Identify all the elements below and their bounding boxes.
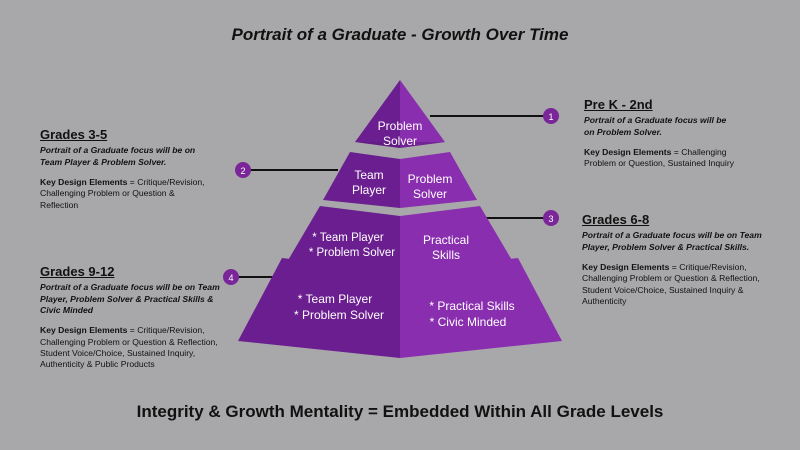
panel-prek-2-heading: Pre K - 2nd — [584, 97, 653, 112]
panel-grades-9-12: Grades 9-12 Portrait of a Graduate focus… — [40, 263, 220, 371]
tier-3-right-line1: Practical — [423, 233, 469, 247]
panel-grades-3-5-heading: Grades 3-5 — [40, 127, 108, 142]
panel-grades-6-8-focus: Portrait of a Graduate focus will be on … — [582, 230, 762, 252]
marker-4-label: 4 — [228, 273, 233, 283]
tier-4-right-line2: * Civic Minded — [430, 315, 507, 329]
marker-1: 1 — [543, 108, 559, 124]
kde-text: = Critique/Revision, Challenging Problem… — [40, 176, 205, 210]
marker-2: 2 — [235, 162, 251, 178]
pyramid-tier-2: Team Player Problem Solver — [323, 152, 477, 208]
kde-label: Key Design Elements — [584, 146, 672, 157]
pyramid-tier-4: * Team Player * Problem Solver * Practic… — [238, 258, 562, 358]
tier-2-left-line1: Team — [354, 168, 383, 182]
panel-grades-9-12-focus: Portrait of a Graduate focus will be on … — [40, 282, 220, 315]
panel-grades-3-5-focus: Portrait of a Graduate focus will be on … — [40, 145, 196, 167]
tier-4-right-line1: * Practical Skills — [429, 299, 514, 313]
tier-2-right-line1: Problem — [408, 172, 453, 186]
tier-4-left-line2: * Problem Solver — [294, 308, 384, 322]
panel-grades-9-12-design-elements: Key Design Elements = Critique/Revision,… — [40, 325, 220, 370]
marker-2-label: 2 — [240, 166, 245, 176]
kde-label: Key Design Elements — [582, 261, 670, 272]
panel-prek-2-design-elements: Key Design Elements = Challenging Proble… — [584, 147, 734, 170]
tier-2-left-line2: Player — [352, 183, 386, 197]
kde-text: = Critique/Revision, Challenging Problem… — [40, 325, 218, 370]
panel-grades-6-8-design-elements: Key Design Elements = Critique/Revision,… — [582, 262, 762, 307]
marker-3-label: 3 — [548, 214, 553, 224]
footer-statement: Integrity & Growth Mentality = Embedded … — [136, 402, 664, 421]
panel-prek-2-focus: Portrait of a Graduate focus will be on … — [584, 115, 727, 137]
pyramid-tier-3: * Team Player * Problem Solver Practical… — [287, 206, 513, 275]
kde-text: = Critique/Revision, Challenging Problem… — [582, 261, 760, 306]
panel-grades-3-5: Grades 3-5 Portrait of a Graduate focus … — [40, 126, 215, 211]
panel-grades-3-5-design-elements: Key Design Elements = Critique/Revision,… — [40, 177, 215, 211]
tier-1-label-line2: Solver — [383, 134, 417, 148]
page-title: Portrait of a Graduate - Growth Over Tim… — [231, 25, 569, 44]
kde-text: = Challenging Problem or Question, Susta… — [584, 146, 734, 169]
marker-3: 3 — [543, 210, 559, 226]
marker-4: 4 — [223, 269, 239, 285]
panel-grades-6-8: Grades 6-8 Portrait of a Graduate focus … — [582, 211, 762, 307]
tier-4-left-line1: * Team Player — [298, 292, 372, 306]
kde-label: Key Design Elements — [40, 325, 128, 336]
tier-3-left-line1: * Team Player — [312, 232, 384, 244]
panel-grades-9-12-heading: Grades 9-12 — [40, 264, 115, 279]
tier-3-left-line2: * Problem Solver — [309, 247, 395, 259]
tier-1-label-line1: Problem — [378, 119, 423, 133]
kde-label: Key Design Elements — [40, 176, 128, 187]
tier-2-right-line2: Solver — [413, 187, 447, 201]
tier-3-right-line2: Skills — [432, 248, 460, 262]
panel-prek-2: Pre K - 2nd Portrait of a Graduate focus… — [584, 96, 734, 170]
marker-1-label: 1 — [548, 112, 553, 122]
pyramid-tier-1: Problem Solver — [355, 80, 445, 148]
panel-grades-6-8-heading: Grades 6-8 — [582, 212, 650, 227]
